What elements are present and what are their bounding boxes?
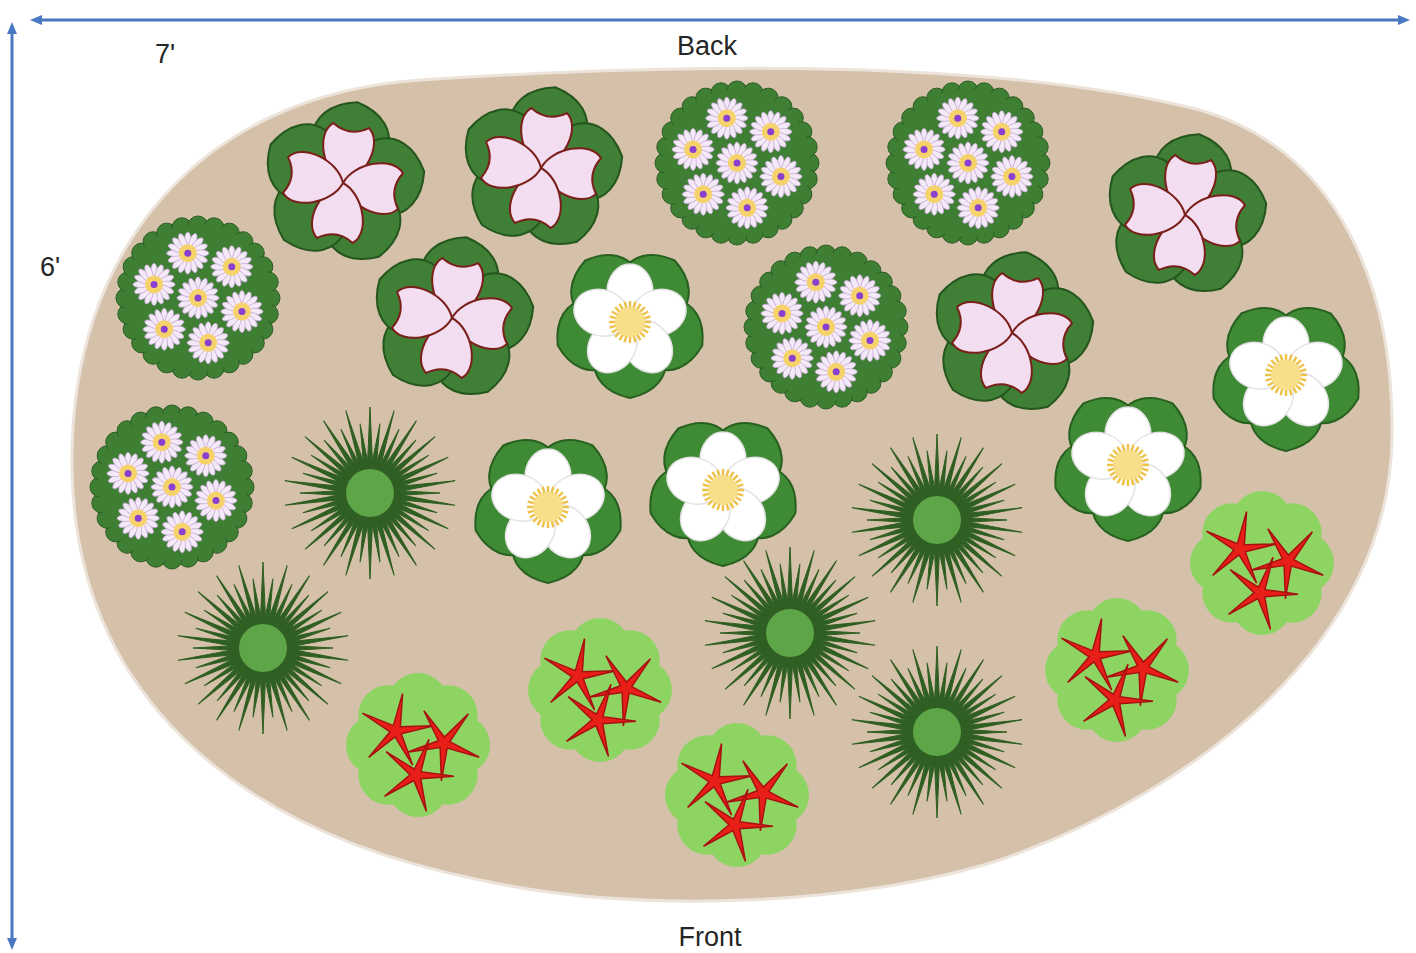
aster-plant (116, 216, 280, 380)
clematis-plant (450, 81, 627, 259)
plants (90, 81, 1369, 867)
dimension-label: 7' (155, 40, 175, 70)
red-flowering-plant (528, 618, 672, 762)
red-flowering-plant (1045, 598, 1189, 742)
garden-bed (72, 68, 1392, 901)
ornamental-grass (704, 547, 875, 719)
clematis-plant (921, 246, 1098, 424)
dimension-arrow (36, 19, 1404, 22)
anemone-plant (1203, 293, 1370, 452)
side-label: Back (677, 32, 737, 62)
anemone-plant (1045, 383, 1212, 542)
anemone-plant (640, 408, 807, 567)
clematis-plant (252, 96, 429, 274)
aster-plant (886, 81, 1050, 245)
aster-plant (90, 405, 254, 569)
red-flowering-plant (346, 673, 490, 817)
ornamental-grass (851, 646, 1022, 818)
anemone-plant (547, 240, 714, 399)
clematis-plant (1094, 128, 1271, 306)
dimension-label: 6' (40, 253, 60, 283)
red-flowering-plant (665, 723, 809, 867)
red-flowering-plant (1190, 491, 1334, 635)
ornamental-grass (284, 407, 455, 579)
clematis-plant (361, 231, 538, 409)
anemone-plant (465, 425, 632, 584)
aster-plant (655, 81, 819, 245)
ornamental-grass (177, 562, 348, 734)
ornamental-grass (851, 434, 1022, 606)
side-label: Front (678, 923, 741, 953)
aster-plant (744, 245, 908, 409)
dimension-arrow (11, 28, 14, 944)
